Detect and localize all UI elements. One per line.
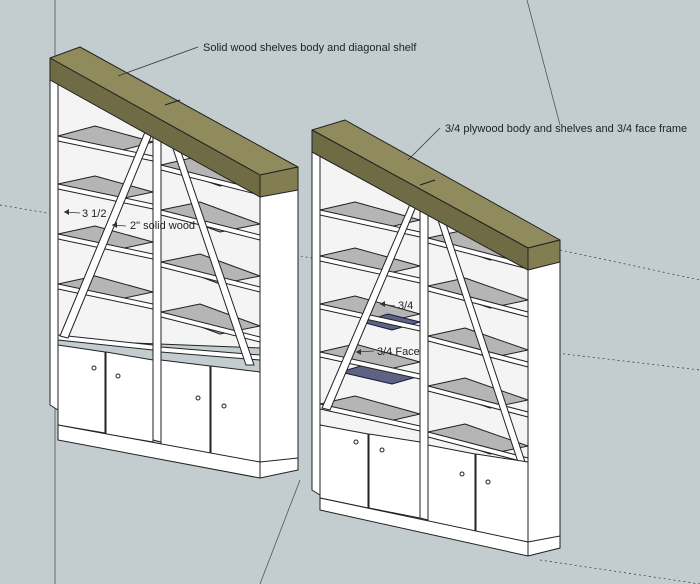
right-bookcase [311,119,561,557]
dimension-shelf: 3/4 [398,300,413,312]
dimension-face: 3/4 Face [377,346,420,358]
leader-arrowheads [64,209,385,355]
label-left-unit: Solid wood shelves body and diagonal she… [203,42,417,54]
dimension-solid-wood: 2" solid wood [130,220,195,232]
label-right-unit: 3/4 plywood body and shelves and 3/4 fac… [445,123,687,135]
axis-guides [0,204,700,584]
leader-lines [63,46,441,353]
left-bookcase [49,46,299,479]
dimension-width: 3 1/2 [82,208,106,220]
